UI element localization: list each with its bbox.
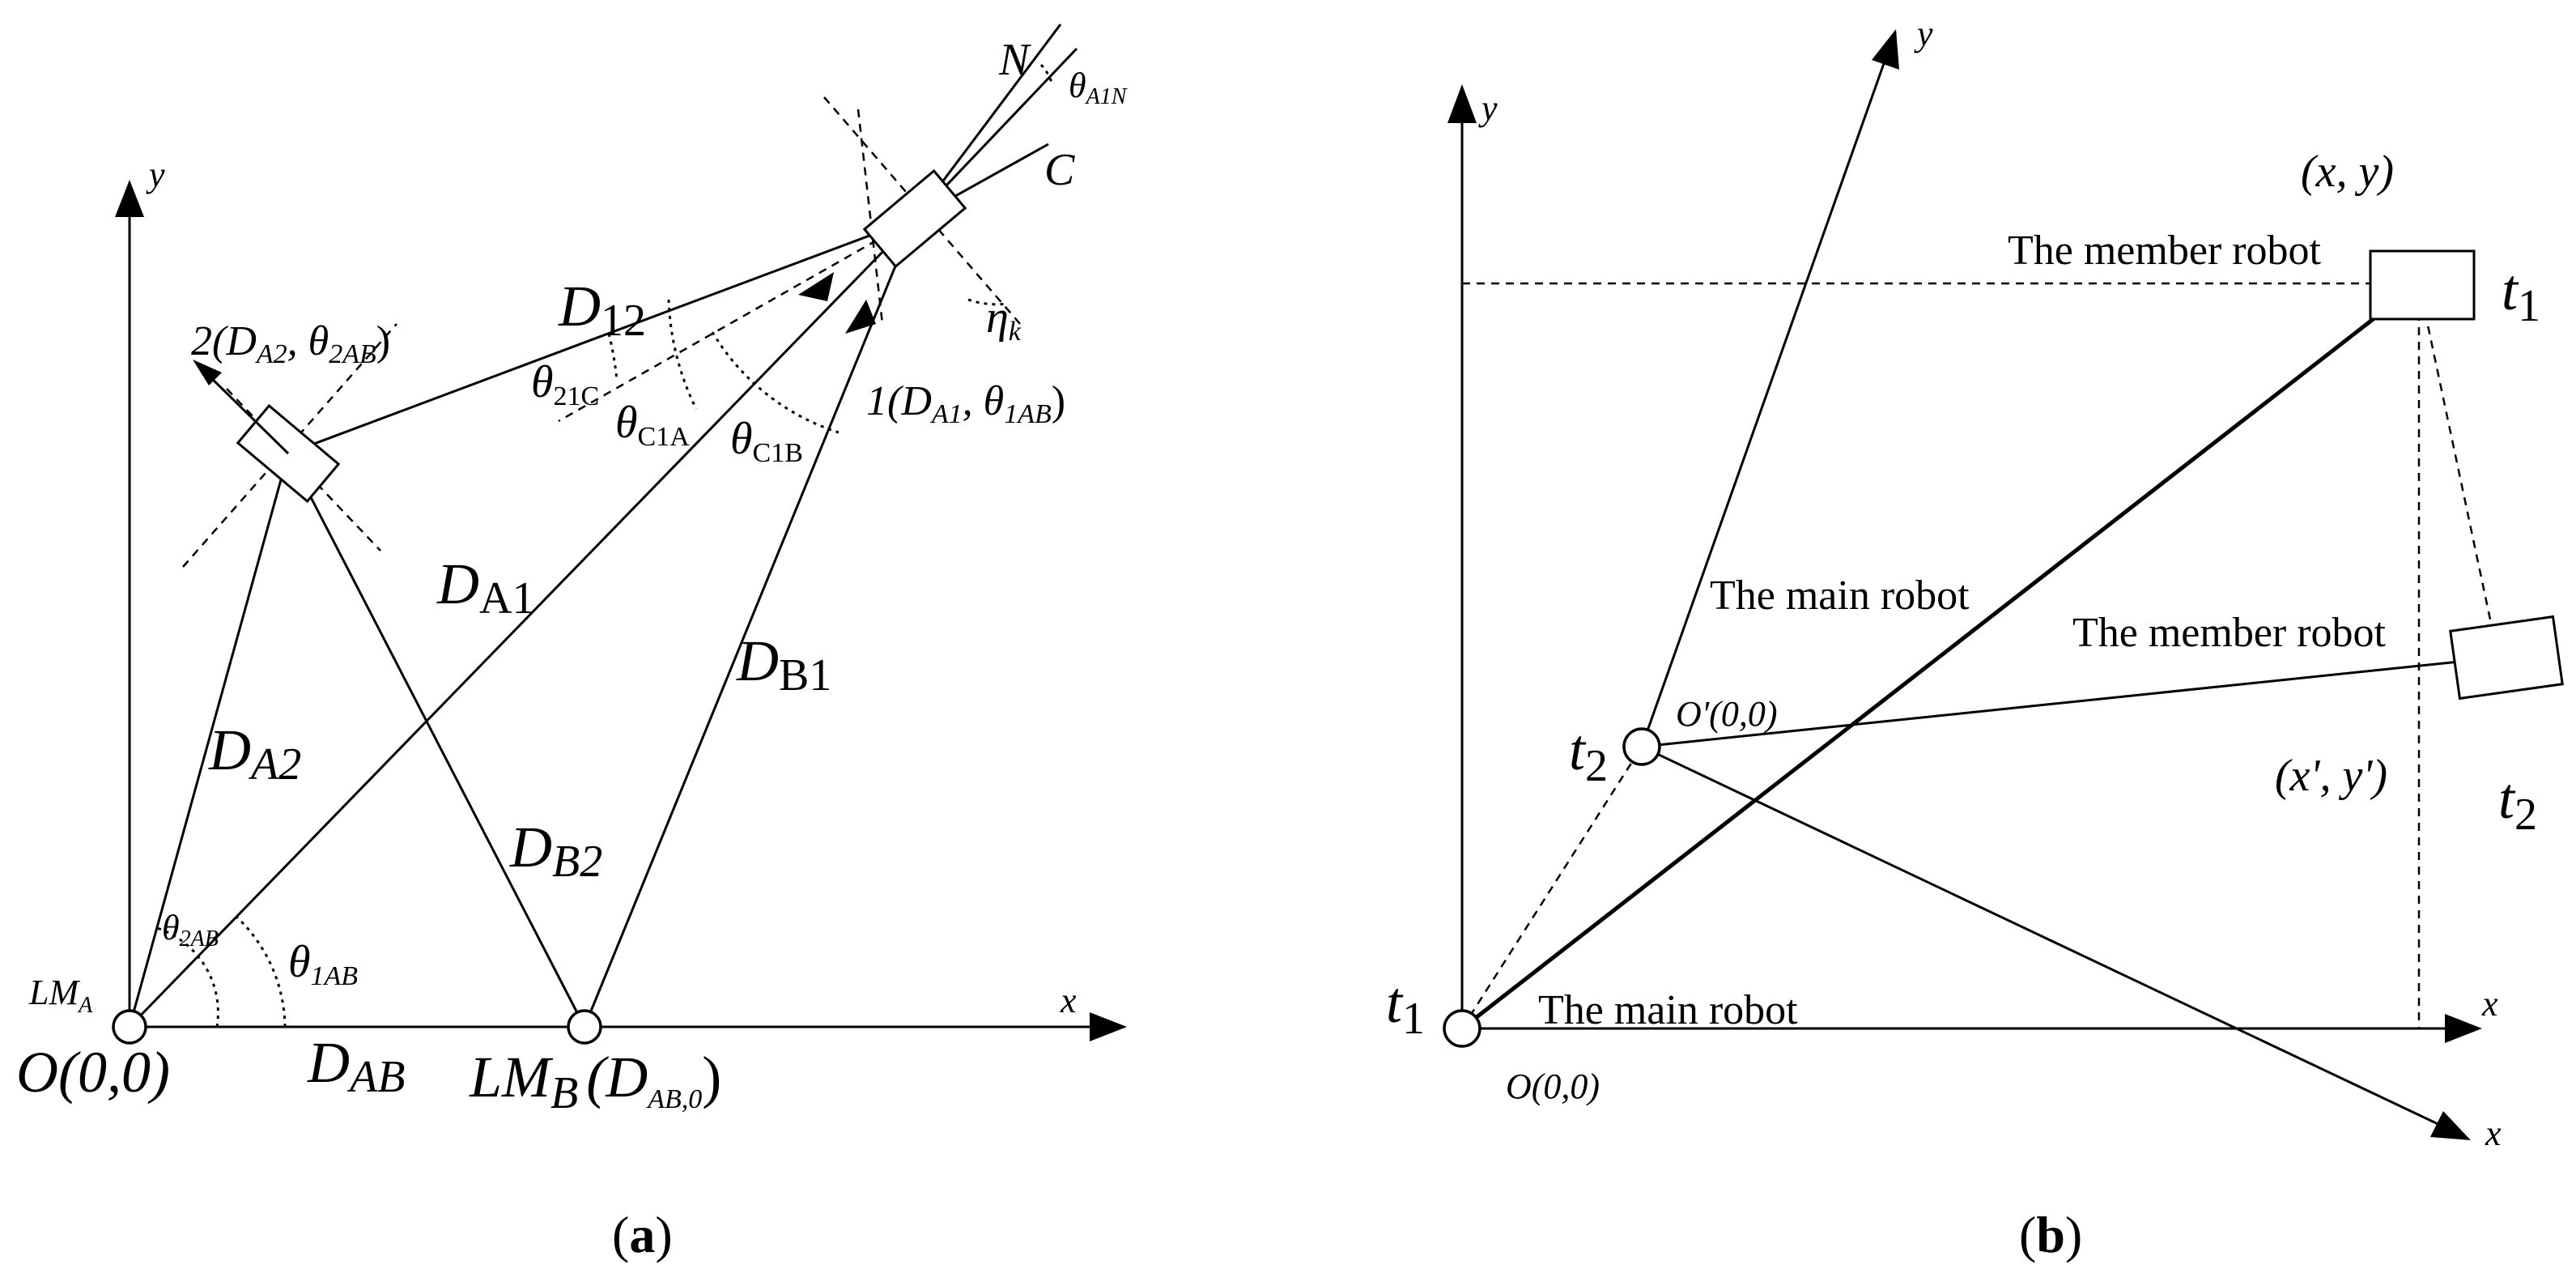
origin-lm-label: LMA xyxy=(28,973,93,1018)
line-d-b2 xyxy=(287,453,586,1028)
b-x-arrowhead xyxy=(2445,1014,2482,1043)
n-label: N xyxy=(998,35,1031,85)
oprime-to-member-line xyxy=(1641,656,2499,748)
b-y-arrowhead xyxy=(1447,84,1477,123)
caption-b: (b) xyxy=(2019,1206,2082,1263)
b-rot-y-arrowhead xyxy=(1872,29,1899,70)
arc-theta-a1n xyxy=(1039,63,1054,86)
b-x-label: x xyxy=(2481,984,2498,1024)
b-rot-y-axis xyxy=(1640,56,1888,747)
d-a1-label: DA1 xyxy=(436,551,534,624)
t1-origin-label: t1 xyxy=(1386,970,1425,1044)
b-y-label: y xyxy=(1478,88,1498,128)
robot-1-label: 1(DA1, θ1AB) xyxy=(866,378,1065,429)
eta-k-label: ηk xyxy=(986,292,1022,347)
coord-xy-prime-label: (x', y') xyxy=(2275,751,2387,801)
robot-2-heading-arrowhead xyxy=(193,360,222,385)
a-x-label: x xyxy=(1060,981,1077,1020)
b-rot-x-axis xyxy=(1641,745,2446,1129)
arc-theta-1ab xyxy=(235,915,287,1028)
theta-c1a-label: θC1A xyxy=(615,398,690,452)
dashed-ref-2 xyxy=(857,109,884,325)
landmark-a-circle xyxy=(112,1009,147,1045)
arc-eta-k xyxy=(967,298,1009,306)
coord-xy-label: (x, y) xyxy=(2301,147,2394,197)
t2-oprime-label: t2 xyxy=(1569,718,1608,791)
b-rot-x-arrowhead xyxy=(2430,1111,2471,1140)
main-robot-oprime-circle xyxy=(1622,727,1661,766)
a-y-arrowhead xyxy=(115,180,144,217)
member-robot-right-label: The member robot xyxy=(2072,610,2387,656)
main-robot-mid-label: The main robot xyxy=(1710,573,1970,619)
arc-theta-21c xyxy=(607,333,618,381)
line-d-12 xyxy=(287,217,916,455)
line-d-a2 xyxy=(128,453,290,1028)
d-12-label: D12 xyxy=(558,274,646,346)
b-rot-x-label: x xyxy=(2485,1114,2502,1153)
a-y-label: y xyxy=(146,155,165,194)
main-robot-bottom-label: The main robot xyxy=(1538,987,1798,1033)
oprime-label: O'(0,0) xyxy=(1676,694,1778,734)
theta-21c-label: θ21C xyxy=(531,357,599,411)
caption-a: (a) xyxy=(612,1206,673,1263)
robot-2-heading xyxy=(204,371,290,455)
arc-theta-c1a xyxy=(667,299,698,410)
origin-coord-label: O(0,0) xyxy=(16,1040,170,1105)
panel-a: y x LMA O(0,0) LMB(DAB,0) DAB DA1 DA2 DB… xyxy=(16,23,1128,1263)
c-label: C xyxy=(1044,145,1075,195)
line-d-b1 xyxy=(583,218,916,1028)
panel-b: y y x x The member robot The member robo… xyxy=(1386,14,2564,1263)
d-b1-label: DB1 xyxy=(736,628,831,700)
lm-b-label: LMB(DAB,0) xyxy=(469,1045,721,1118)
member-robot-box-2 xyxy=(2449,615,2564,700)
robot-1-arrowhead-a xyxy=(798,272,834,301)
line-d-a1 xyxy=(128,217,916,1028)
guide-diagonal xyxy=(2417,283,2500,658)
theta-a1n-label: θA1N xyxy=(1069,66,1128,109)
arc-theta-2ab xyxy=(156,926,219,1028)
theta-1ab-label: θ1AB xyxy=(288,937,358,991)
main-to-member-line xyxy=(1460,282,2421,1030)
member-robot-top-label: The member robot xyxy=(2008,228,2322,274)
a-x-arrowhead xyxy=(1090,1012,1127,1041)
t1-top-label: t1 xyxy=(2502,258,2540,331)
t2-right-label: t2 xyxy=(2498,766,2537,840)
dashed-ref-3 xyxy=(558,217,916,423)
d-a2-label: DA2 xyxy=(208,718,301,790)
origin-label: O(0,0) xyxy=(1506,1067,1600,1106)
robot-1-box xyxy=(862,168,967,269)
d-ab-label: DAB xyxy=(307,1030,405,1102)
member-robot-box-1 xyxy=(2369,249,2476,321)
theta-2ab-label: θ2AB xyxy=(162,908,219,952)
dashed-ref-5 xyxy=(226,388,381,551)
b-rot-y-label: y xyxy=(1914,14,1933,53)
guide-origin-oprime xyxy=(1460,746,1643,1029)
robot-1-arrowhead-b xyxy=(845,300,876,334)
d-b2-label: DB2 xyxy=(509,815,602,887)
main-robot-origin-circle xyxy=(1443,1009,1481,1048)
theta-c1b-label: θC1B xyxy=(730,414,803,468)
arc-theta-c1b xyxy=(711,331,840,434)
landmark-b-circle xyxy=(567,1009,602,1045)
robot-2-label: 2(DA2, θ2AB) xyxy=(191,318,390,369)
